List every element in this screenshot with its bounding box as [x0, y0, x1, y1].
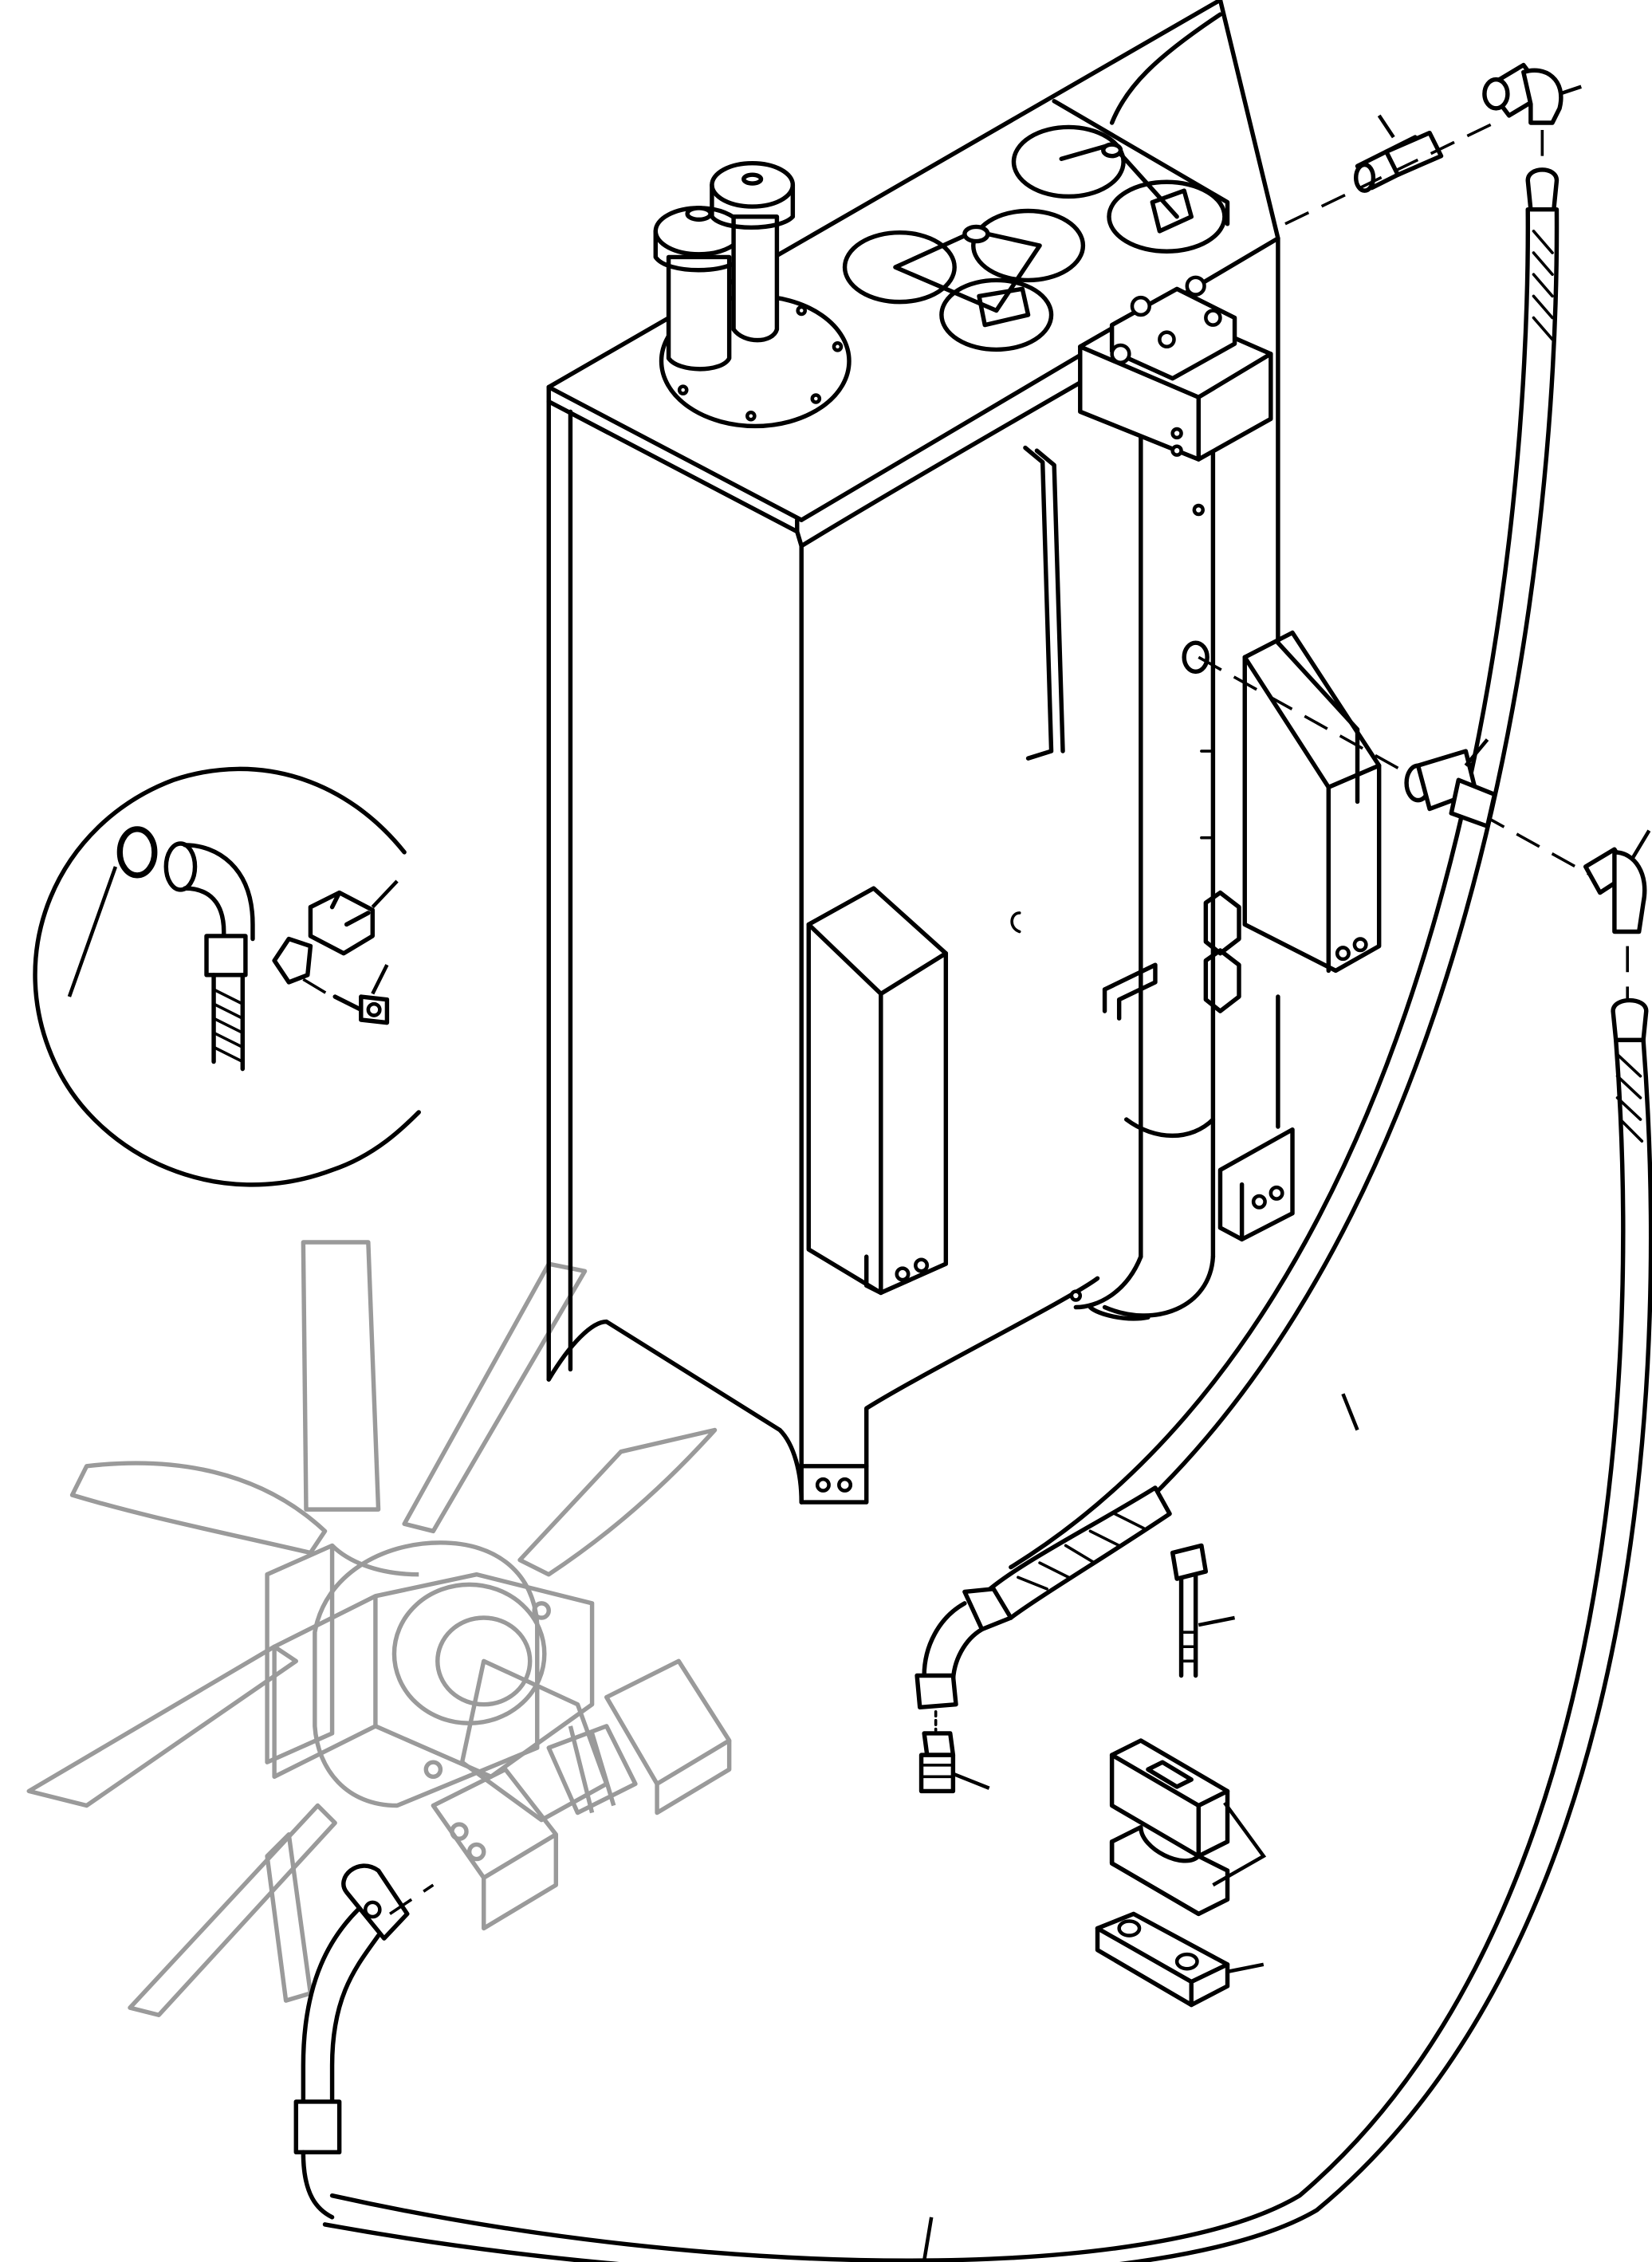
elbow-fitting-upper — [1482, 62, 1582, 125]
fan-motor — [272, 1540, 732, 1931]
assembly-line-motor — [389, 1883, 435, 1915]
tank-breather-filter — [653, 160, 852, 429]
tank-side-bracket — [1217, 630, 1382, 1242]
hose-fan-motor — [293, 1863, 410, 2220]
hose-clamp-halves — [1109, 1738, 1267, 1917]
straight-fitting-lower — [1404, 738, 1497, 828]
clamp-bolt — [1170, 1543, 1236, 1678]
hose-lower — [322, 997, 1652, 2262]
elbow-fitting-lower — [1583, 829, 1651, 934]
socket-head-screw — [332, 964, 390, 1025]
o-ring — [116, 826, 158, 879]
adapter-fitting — [918, 1731, 990, 1794]
hose-upper — [1009, 167, 1560, 1599]
tank-access-cover — [842, 124, 1227, 352]
detail-hose-elbow — [163, 841, 255, 1072]
straight-fitting-upper — [1353, 114, 1444, 193]
tank-suction-pipe — [1069, 416, 1241, 1321]
split-flange — [272, 879, 399, 985]
clamp-plate — [1095, 1911, 1265, 2008]
assembly-line-lower — [1198, 655, 1590, 875]
assembly-line-detail — [302, 978, 333, 998]
flange-detail — [33, 766, 421, 1187]
tank-front-bracket — [806, 886, 949, 1296]
hose-return — [914, 1485, 1172, 1733]
tank-manifold-block — [1078, 275, 1273, 462]
cooling-fan — [26, 1240, 718, 2017]
hydraulic-tank — [546, 0, 1360, 1505]
